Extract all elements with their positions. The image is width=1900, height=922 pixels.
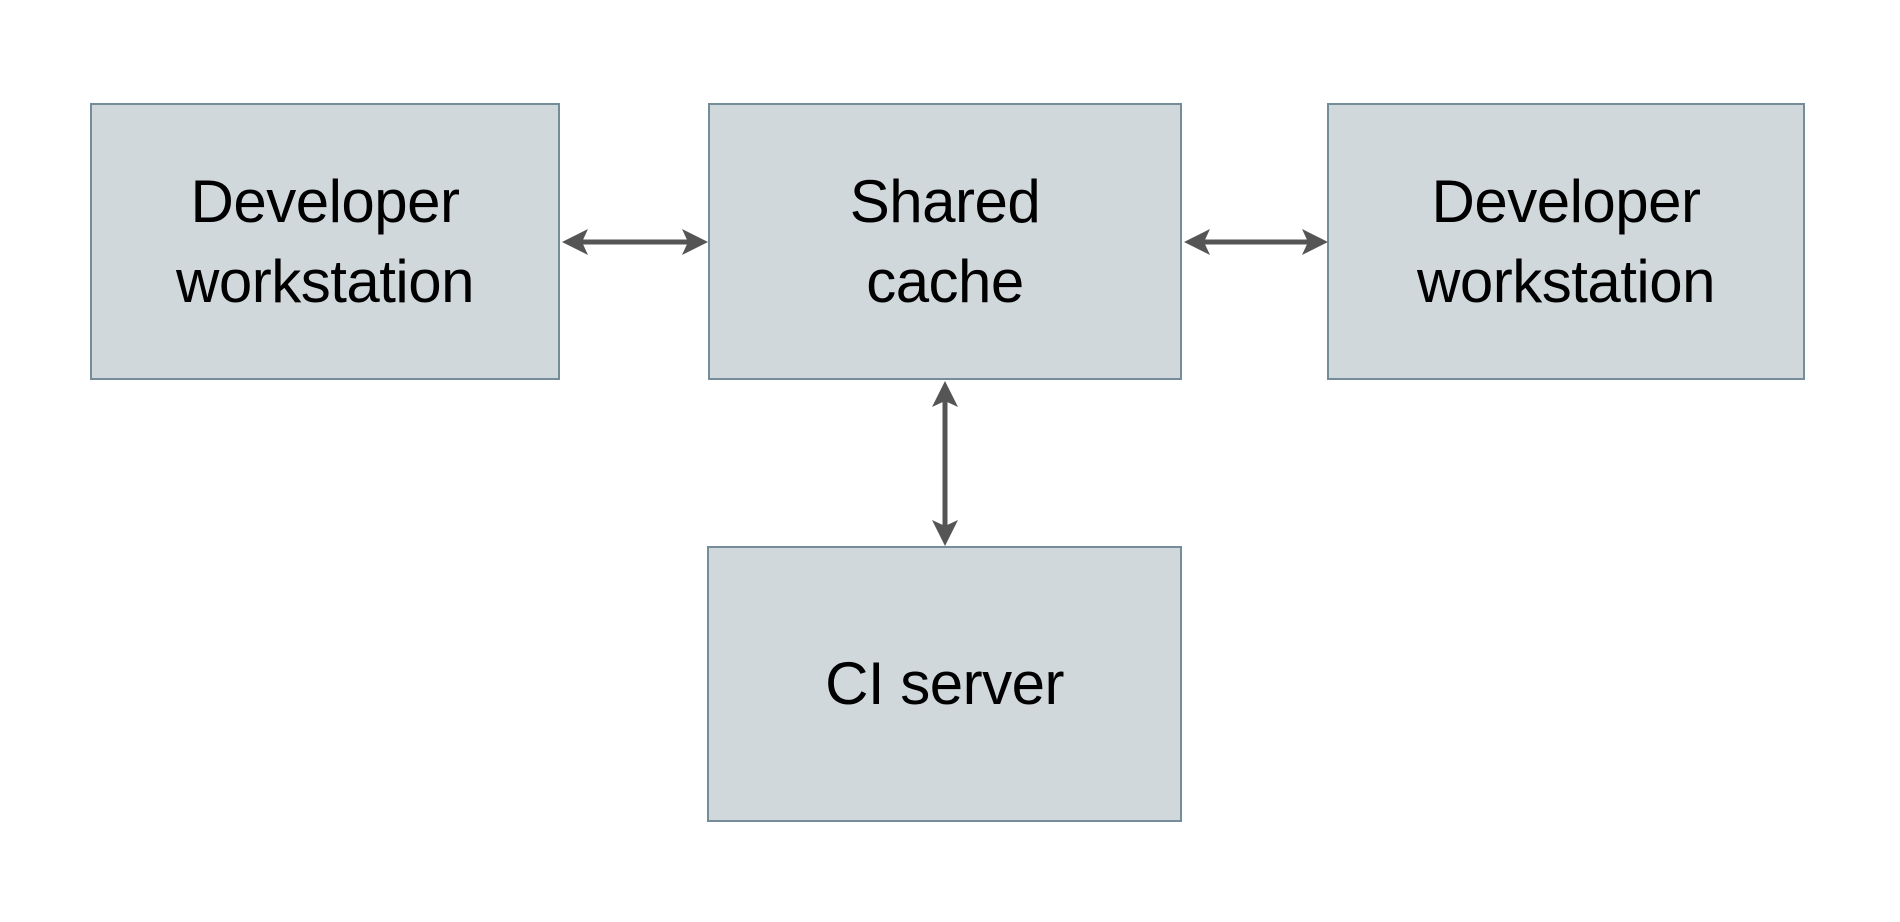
node-ci-server[interactable]: CI server [707, 546, 1182, 822]
node-label: Shared cache [849, 168, 1041, 315]
node-label: CI server [825, 650, 1064, 718]
edge-cache-right-workstation[interactable] [1182, 222, 1330, 262]
node-dev-workstation-right[interactable]: Developer workstation [1327, 103, 1805, 380]
edge-left-workstation-cache[interactable] [560, 222, 710, 262]
edge-cache-ci-server[interactable] [925, 379, 965, 548]
node-shared-cache[interactable]: Shared cache [708, 103, 1182, 380]
node-dev-workstation-left[interactable]: Developer workstation [90, 103, 560, 380]
node-label: Developer workstation [1417, 168, 1715, 315]
node-label: Developer workstation [176, 168, 474, 315]
